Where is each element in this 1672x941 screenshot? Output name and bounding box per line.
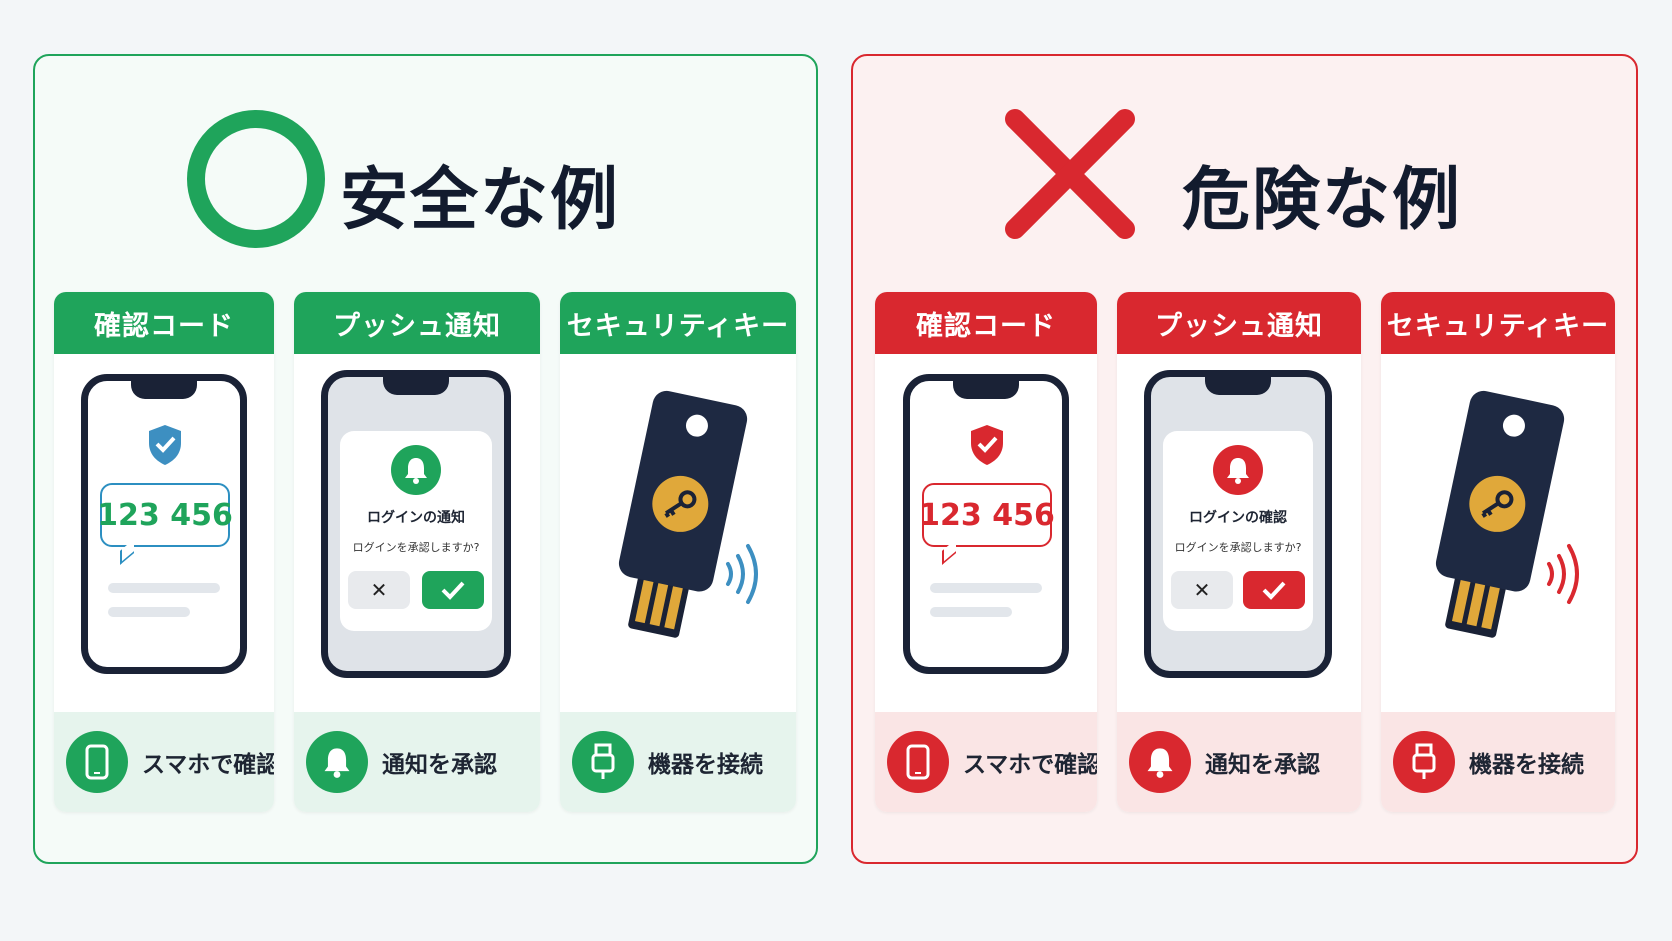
footer-label: 通知を承認 xyxy=(1205,752,1320,778)
placeholder-line xyxy=(930,583,1042,593)
card-title: 確認コード xyxy=(54,292,274,354)
safe-title: 安全な例 xyxy=(340,161,621,240)
verification-code: 123 456 xyxy=(97,497,233,533)
safe-card-key: セキュリティキー xyxy=(560,292,796,812)
footer-label: 機器を接続 xyxy=(648,752,763,778)
footer-label: 通知を承認 xyxy=(382,752,497,778)
verification-code: 123 456 xyxy=(919,497,1055,533)
bell-icon xyxy=(1147,748,1173,778)
shield-check-icon xyxy=(149,425,181,465)
card-title: 確認コード xyxy=(875,292,1097,354)
smartphone: ログインの通知 ログインを承認しますか? ✕ xyxy=(321,370,511,678)
footer-label: スマホで確認 xyxy=(142,752,274,778)
wireless-signal-icon xyxy=(726,544,758,604)
shield-check-icon xyxy=(971,425,1003,465)
safe-header: 安全な例 xyxy=(35,104,816,264)
card-title: セキュリティキー xyxy=(1381,292,1615,354)
code-bubble: 123 456 xyxy=(97,483,233,565)
card-footer: スマホで確認 xyxy=(875,712,1097,812)
smartphone: 123 456 xyxy=(81,374,247,674)
security-key-icon xyxy=(618,390,748,638)
check-icon xyxy=(1262,581,1286,600)
bell-icon xyxy=(1227,458,1249,484)
bell-icon xyxy=(324,748,350,778)
danger-card-code: 確認コード 123 456 xyxy=(875,292,1097,812)
placeholder-line xyxy=(108,583,220,593)
card-footer: 通知を承認 xyxy=(294,712,540,812)
check-icon xyxy=(441,581,465,600)
notification-dialog: ログインの確認 ログインを承認しますか? ✕ xyxy=(1163,431,1313,631)
deny-button[interactable]: ✕ xyxy=(1171,571,1233,609)
approve-button[interactable] xyxy=(422,571,484,609)
notification-title: ログインの確認 xyxy=(1189,510,1287,526)
smartphone: ログインの確認 ログインを承認しますか? ✕ xyxy=(1144,370,1332,678)
cross-mark-icon xyxy=(1005,109,1135,239)
bell-icon xyxy=(405,458,427,484)
card-footer: スマホで確認 xyxy=(54,712,274,812)
usb-icon xyxy=(591,743,615,779)
card-footer: 機器を接続 xyxy=(560,712,796,812)
danger-title: 危険な例 xyxy=(1182,161,1463,240)
safe-card-code: 確認コード 123 456 xyxy=(54,292,274,812)
smartphone-icon xyxy=(85,744,109,780)
safe-card-push: プッシュ通知 ログインの通知 ログインを承認しますか? ✕ xyxy=(294,292,540,812)
wireless-signal-icon xyxy=(1547,544,1579,604)
notification-text: ログインを承認しますか? xyxy=(352,541,480,554)
safe-example-panel: 安全な例 確認コード 123 456 xyxy=(33,54,818,864)
danger-header: 危険な例 xyxy=(853,104,1636,264)
usb-icon xyxy=(1412,743,1436,779)
phone-notch xyxy=(383,377,449,395)
placeholder-line xyxy=(930,607,1012,617)
notification-title: ログインの通知 xyxy=(367,510,465,526)
approve-button[interactable] xyxy=(1243,571,1305,609)
danger-card-push: プッシュ通知 ログインの確認 ログインを承認しますか? ✕ xyxy=(1117,292,1361,812)
notification-text: ログインを承認しますか? xyxy=(1174,541,1302,554)
code-bubble: 123 456 xyxy=(919,483,1055,565)
card-footer: 通知を承認 xyxy=(1117,712,1361,812)
danger-example-panel: 危険な例 確認コード 123 456 xyxy=(851,54,1638,864)
card-title: セキュリティキー xyxy=(560,292,796,354)
notification-dialog: ログインの通知 ログインを承認しますか? ✕ xyxy=(340,431,492,631)
phone-notch xyxy=(1205,377,1271,395)
phone-notch xyxy=(131,381,197,399)
deny-button[interactable]: ✕ xyxy=(348,571,410,609)
card-footer: 機器を接続 xyxy=(1381,712,1615,812)
circle-mark-icon xyxy=(187,110,325,248)
footer-label: 機器を接続 xyxy=(1469,752,1584,778)
card-title: プッシュ通知 xyxy=(1117,292,1361,354)
smartphone: 123 456 xyxy=(903,374,1069,674)
placeholder-line xyxy=(108,607,190,617)
smartphone-icon xyxy=(906,744,930,780)
phone-notch xyxy=(953,381,1019,399)
card-title: プッシュ通知 xyxy=(294,292,540,354)
footer-label: スマホで確認 xyxy=(963,752,1097,778)
security-key-icon xyxy=(1435,390,1565,638)
danger-card-key: セキュリティキー xyxy=(1381,292,1615,812)
